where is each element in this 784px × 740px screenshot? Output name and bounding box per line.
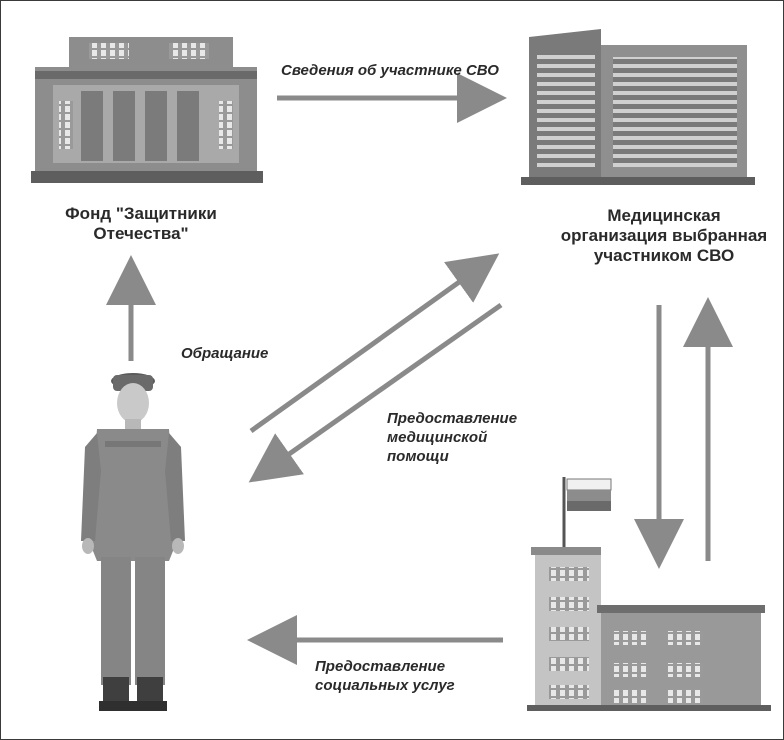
arrow-medical-to-soldier — [248, 302, 503, 483]
edge-label-social-line2: социальных услуг — [315, 677, 455, 694]
fund-label-line2: Отечества" — [93, 224, 189, 243]
medical-label: Медицинская организация выбранная участн… — [549, 206, 779, 266]
edge-label-social: Предоставление социальных услуг — [315, 657, 505, 695]
medical-label-line2: организация выбранная — [560, 226, 768, 245]
medical-label-line3: участником СВО — [593, 246, 735, 265]
edge-label-medhelp: Предоставление медицинской помощи — [387, 409, 547, 466]
medical-label-line1: Медицинская — [607, 206, 721, 225]
edge-label-appeal: Обращание — [181, 345, 269, 362]
edge-label-medhelp-line2: медицинской — [387, 429, 488, 446]
fund-label-line1: Фонд "Защитники — [65, 204, 217, 223]
edge-label-medhelp-line1: Предоставление — [387, 410, 518, 427]
medical-building-icon — [521, 29, 755, 185]
fund-label: Фонд "Защитники Отечества" — [41, 204, 241, 244]
edge-label-info: Сведения об участнике СВО — [281, 62, 499, 79]
arrow-soldier-to-medical — [249, 253, 500, 434]
fund-building-icon — [31, 37, 263, 183]
edge-label-social-line1: Предоставление — [315, 658, 446, 675]
edge-label-medhelp-line3: помощи — [387, 448, 449, 465]
soldier-figure — [81, 373, 185, 711]
social-building-icon — [527, 477, 771, 711]
